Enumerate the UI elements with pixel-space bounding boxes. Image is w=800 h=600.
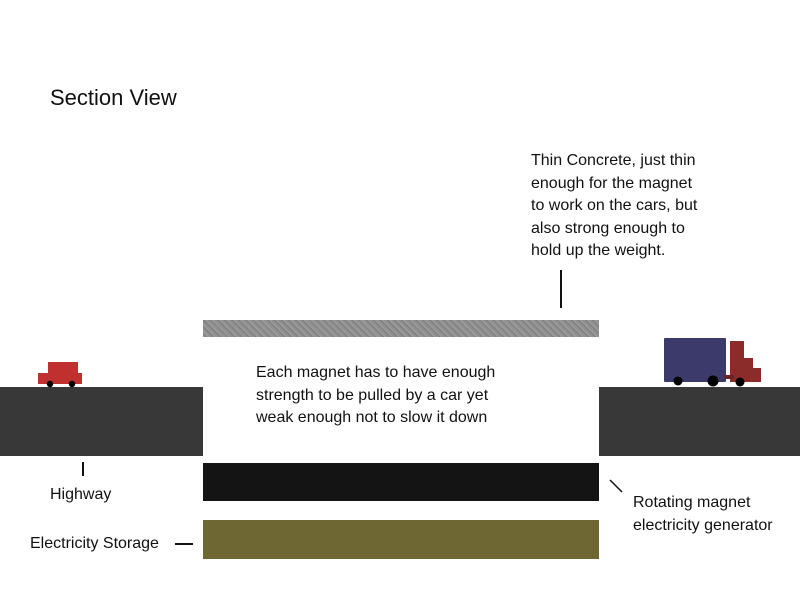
generator-label: Rotating magnet electricity generator [633,492,773,537]
truck-wheel [735,377,745,387]
highway-right [599,387,800,456]
magnet-label: Each magnet has to have enough strength … [256,362,495,430]
storage-layer [203,520,599,559]
generator-layer [203,463,599,501]
thin-concrete-layer [203,320,599,337]
truck-wheel [673,376,683,386]
storage-label: Electricity Storage [30,535,159,552]
concrete-leader-line [560,270,562,308]
magnet-label-line: Each magnet has to have enough [256,364,496,381]
concrete-label-line: enough for the magnet [531,174,693,192]
concrete-label: Thin Concrete, just thin enough for the … [531,150,697,263]
truck-wheel [707,375,719,387]
car-icon [38,362,82,388]
truck-icon [664,338,761,387]
concrete-label-line: Thin Concrete, just thin [531,152,696,169]
highway-label: Highway [50,486,112,503]
generator-label-line: electricity generator [633,516,773,534]
truck-hitch [724,375,734,379]
highway-leader-line [82,462,84,476]
car-wheel [46,380,54,388]
generator-leader-line [609,479,623,493]
concrete-label-line: hold up the weight. [531,242,666,259]
storage-leader-line [175,543,193,545]
diagram-title: Section View [50,85,177,110]
truck-cab [730,341,744,382]
car-wheel [68,380,76,388]
concrete-label-line: also strong enough to [531,219,685,237]
truck-box [664,338,726,382]
generator-label-line: Rotating magnet [633,494,751,511]
magnet-label-line: strength to be pulled by a car yet [256,386,489,404]
car-cabin [48,362,78,374]
concrete-label-line: to work on the cars, but [531,197,698,214]
car-body [38,373,82,384]
highway-left [0,387,203,456]
magnet-label-line: weak enough not to slow it down [256,409,488,426]
